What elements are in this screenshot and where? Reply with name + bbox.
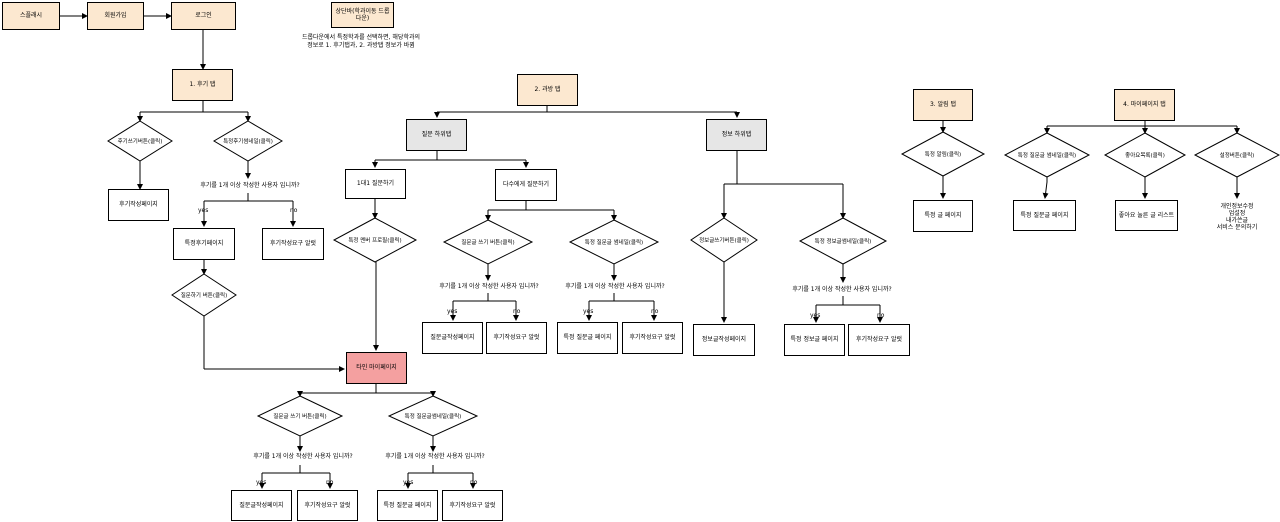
room-yes-left: yes	[447, 308, 458, 315]
mp-no-left: no	[326, 479, 334, 486]
settings-item-1: 업설정	[1228, 210, 1246, 217]
login-box: 로그인	[171, 2, 236, 30]
room-q-detail-diamond-label: 특정 질문글 썸네일(클릭)	[584, 240, 644, 246]
mypage-tab-box: 4. 마이페이지 탭	[1114, 89, 1175, 121]
review-detail-page-box: 특정후기페이지	[173, 228, 235, 260]
mp-yes-left: yes	[256, 479, 267, 486]
room-question-label-left: 후기를 1개 이상 작성한 사용자 입니까?	[439, 283, 539, 290]
topbar-description-line1: 드롭다운에서 특정학과를 선택하면, 해당학과의	[301, 34, 421, 41]
mp-alert-box-2: 후기작성요구 알럿	[442, 490, 503, 521]
review-no-label: no	[290, 207, 298, 214]
mypage-like-diamond-label: 좋아요목록(클릭)	[1125, 153, 1165, 159]
splash-box: 스플래시	[2, 2, 60, 30]
mypage-q-page-box: 특정 질문글 페이지	[1013, 200, 1076, 231]
room-profile-diamond-shape	[332, 217, 418, 263]
room-no-right: no	[651, 308, 659, 315]
review-question-label: 후기를 1개 이상 작성한 사용자 입니까?	[200, 182, 300, 189]
settings-item-0: 개인정보수정	[1220, 203, 1254, 210]
room-tab-box: 2. 과방 탭	[517, 74, 578, 106]
review-write-diamond-label: 후기쓰기버튼(클릭)	[117, 139, 163, 145]
info-detail-diamond-label: 특정 정보글썸네일(클릭)	[814, 239, 872, 245]
alarm-diamond-shape	[900, 131, 986, 177]
alarm-page-box: 특정 글 페이지	[913, 200, 973, 232]
room-question-label-right: 후기를 1개 이상 작성한 사용자 입니까?	[565, 283, 665, 290]
review-detail-diamond-shape	[213, 120, 283, 162]
mypage-settings-diamond-shape	[1193, 132, 1280, 178]
mp-write-diamond-label: 질문글 쓰기 버튼(클릭)	[273, 414, 327, 420]
many-question-box: 다수에게 질문하기	[495, 169, 557, 201]
info-write-page-box: 정보글작성페이지	[693, 324, 755, 356]
mp-detail-page-box: 특정 질문글 페이지	[377, 490, 438, 521]
one-to-one-box: 1대1 질문하기	[345, 169, 406, 199]
info-subtab-box: 정보 하위탭	[706, 119, 767, 151]
room-q-write-diamond-shape	[442, 219, 534, 265]
signup-box: 회원가입	[87, 2, 144, 30]
review-tab-box: 1. 후기 탭	[172, 69, 233, 101]
mp-detail-diamond-label: 특정 질문글썸네일(클릭)	[404, 414, 462, 420]
settings-item-3: 서비스 문의하기	[1216, 224, 1258, 231]
alarm-tab-box: 3. 알림 탭	[913, 89, 973, 121]
mp-question-label-right: 후기를 1개 이상 작성한 사용자 입니까?	[385, 453, 485, 460]
mypage-settings-diamond-label: 설정버튼(클릭)	[1219, 153, 1255, 159]
mp-write-page-box: 질문글작성페이지	[231, 490, 292, 521]
info-detail-page-box: 특정 정보글 페이지	[784, 324, 845, 356]
mypage-q-diamond-label: 특정 질문글 썸네일(클릭)	[1017, 153, 1077, 159]
review-write-page-box: 후기작성페이지	[108, 189, 169, 221]
room-q-write-diamond-label: 질문글 쓰기 버튼(클릭)	[461, 240, 515, 246]
settings-item-2: 내가쓴글	[1225, 217, 1249, 224]
room-no-left: no	[513, 308, 521, 315]
room-q-detail-diamond-shape	[568, 219, 660, 265]
other-mypage-box: 타인 마이페이지	[346, 352, 407, 384]
info-question-label: 후기를 1개 이상 작성한 사용자 입니까?	[792, 286, 892, 293]
info-write-diamond-shape	[690, 217, 758, 263]
review-write-diamond-shape	[107, 120, 173, 162]
topbar-description-line2: 정보로 1. 후기탭과, 2. 과방탭 정보가 바뀜	[307, 42, 415, 49]
info-write-diamond-label: 정보글쓰기버튼(클릭)	[699, 238, 749, 244]
mypage-like-page-box: 좋아요 눌른 글 리스트	[1115, 200, 1178, 231]
mp-write-diamond-shape	[256, 395, 344, 437]
mp-alert-box-1: 후기작성요구 알럿	[297, 490, 358, 521]
room-q-alert-box-2: 후기작성요구 알럿	[622, 322, 683, 354]
review-yes-label: yes	[198, 207, 209, 214]
review-ask-diamond-shape	[171, 273, 237, 317]
room-q-write-page-box: 질문글작성페이지	[422, 322, 483, 354]
room-profile-diamond-label: 특정 멘버 프로필(클릭)	[348, 238, 402, 244]
mp-question-label-left: 후기를 1개 이상 작성한 사용자 입니까?	[253, 453, 353, 460]
room-q-detail-page-box: 특정 질문글 페이지	[557, 322, 618, 354]
room-yes-right: yes	[583, 308, 594, 315]
room-q-alert-box-1: 후기작성요구 알럿	[486, 322, 547, 354]
alarm-diamond-label: 특정 알림(클릭)	[924, 152, 962, 158]
info-detail-diamond-shape	[798, 217, 888, 265]
mp-detail-diamond-shape	[387, 395, 479, 437]
mp-yes-right: yes	[403, 479, 414, 486]
mp-no-right: no	[470, 479, 478, 486]
info-alert-box: 후기작성요구 알럿	[848, 324, 910, 356]
review-detail-diamond-label: 특정후기썸네일(클릭)	[223, 139, 273, 145]
question-subtab-box: 질문 하위탭	[406, 119, 467, 151]
info-yes-label: yes	[810, 312, 821, 319]
info-no-label: no	[877, 312, 885, 319]
review-ask-diamond-label: 질문하기 버튼(클릭)	[180, 293, 228, 299]
topbar-box: 상단바(학과이동 드롭 다운)	[331, 2, 394, 28]
review-request-alert-box: 후기작성요구 알럿	[262, 228, 324, 260]
mypage-q-diamond-shape	[1003, 132, 1091, 178]
mypage-like-diamond-shape	[1103, 132, 1187, 178]
